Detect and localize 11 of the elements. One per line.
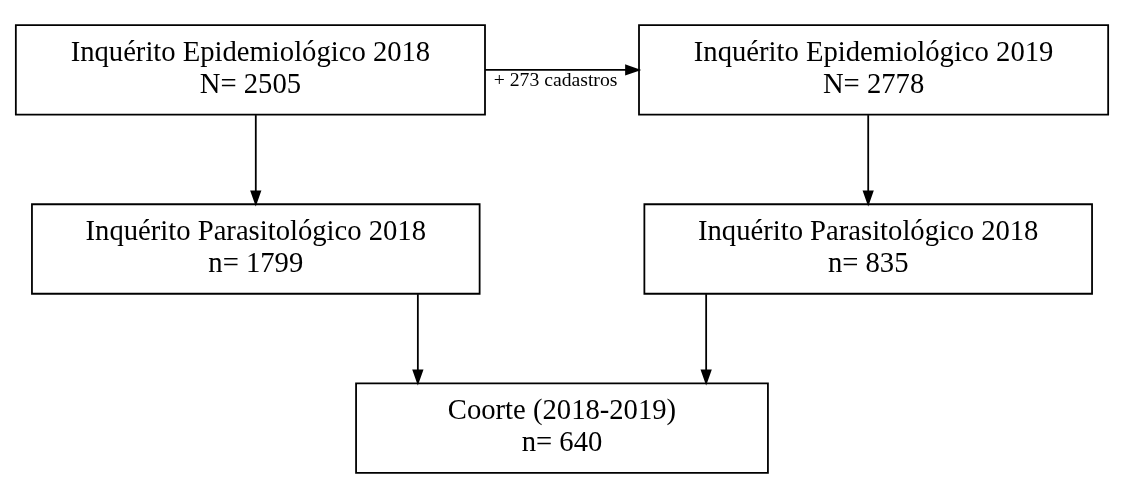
node-box: Inquérito Epidemiológico 2019 N= 2778 [638, 23, 1110, 116]
arrow [862, 113, 874, 207]
arrow [250, 113, 262, 207]
node-box: Coorte (2018-2019) n= 640 [355, 381, 769, 474]
arrow [484, 63, 642, 76]
edge-label: + 273 cadastros [493, 67, 618, 90]
arrow [412, 292, 424, 386]
node-box: Inquérito Parasitológico 2018 n= 835 [643, 202, 1093, 295]
node-box: Inquérito Parasitológico 2018 n= 1799 [31, 202, 481, 295]
node-box: Inquérito Epidemiológico 2018 N= 2505 [14, 23, 486, 116]
arrow [700, 292, 712, 386]
